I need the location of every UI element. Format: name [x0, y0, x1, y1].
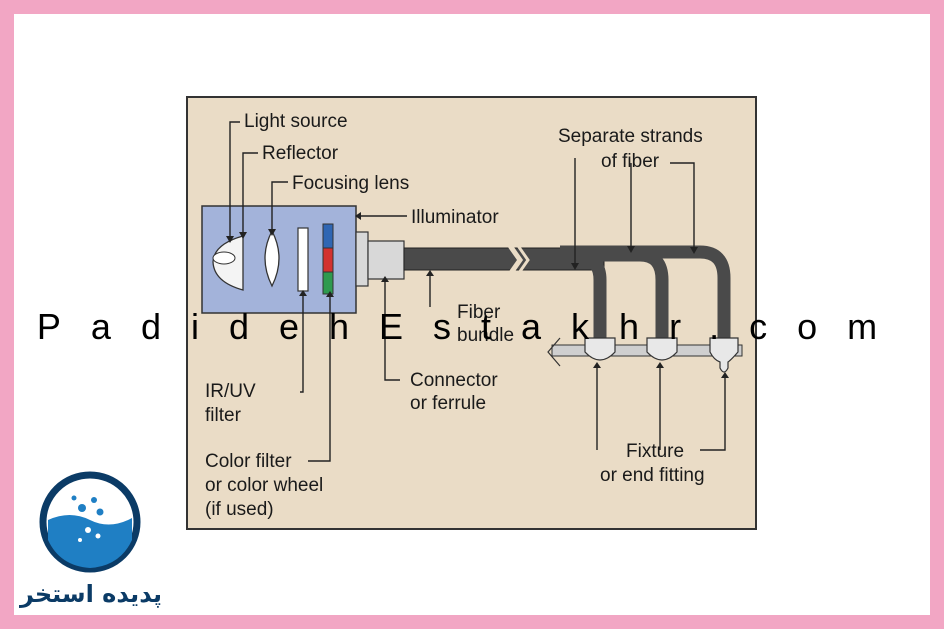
label-separate-strands: Separate strands	[558, 126, 703, 147]
ferrule-icon	[367, 240, 405, 280]
leader-lines	[229, 121, 726, 462]
label-light-source: Light source	[244, 111, 348, 132]
label-filter: filter	[205, 405, 242, 426]
label-fixture: Fixture	[626, 441, 684, 462]
fixture-2	[646, 337, 678, 361]
fixture-3	[709, 337, 739, 373]
fiber-strand-3	[560, 245, 731, 340]
label-illuminator: Illuminator	[411, 207, 499, 228]
logo-text: پدیده استخر	[19, 580, 162, 608]
label-color-filter: Color filter	[205, 451, 292, 472]
connector-icon	[355, 231, 369, 287]
label-of-fiber: of fiber	[601, 151, 660, 172]
fixture-rail-break	[547, 337, 561, 367]
label-end-fitting: or end fitting	[600, 465, 705, 486]
label-fiber: Fiber	[457, 302, 501, 323]
color-filter-blue	[322, 223, 334, 249]
label-bundle: bundle	[457, 325, 514, 346]
fixture-1	[584, 337, 616, 361]
watermark-text: PadidehEstakhr.com	[36, 306, 908, 347]
label-if-used: (if used)	[205, 499, 274, 520]
color-filter-green	[322, 271, 334, 295]
arrowheads	[226, 212, 729, 378]
label-or-ferrule: or ferrule	[410, 393, 486, 414]
ir-uv-filter-icon	[297, 227, 309, 292]
logo-icon	[39, 471, 141, 573]
lens-icon	[264, 229, 280, 288]
break-mark-2	[512, 239, 530, 281]
label-color-wheel: or color wheel	[205, 475, 323, 496]
break-mark	[503, 238, 524, 282]
label-ir-uv: IR/UV	[205, 381, 256, 402]
label-connector: Connector	[410, 370, 498, 391]
label-focusing-lens: Focusing lens	[292, 173, 409, 194]
label-reflector: Reflector	[262, 143, 339, 164]
color-filter-red	[322, 247, 334, 273]
bulb-icon	[212, 251, 236, 265]
